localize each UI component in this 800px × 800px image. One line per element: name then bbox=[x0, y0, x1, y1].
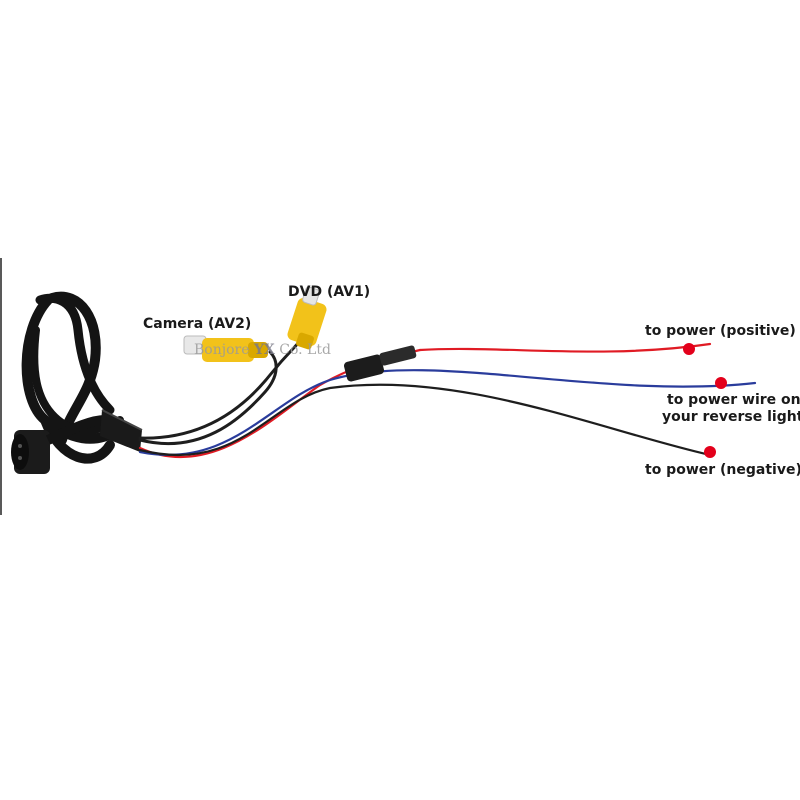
camera-rca-connector bbox=[183, 335, 268, 362]
camera-label: Camera (AV2) bbox=[143, 316, 251, 332]
reverse-marker bbox=[715, 377, 727, 389]
dvd-label: DVD (AV1) bbox=[288, 284, 370, 300]
watermark-part3: Co. Ltd bbox=[275, 342, 331, 358]
positive-label: to power (positive) bbox=[645, 323, 796, 339]
four-pin-connector bbox=[11, 415, 106, 474]
coiled-cable bbox=[21, 291, 124, 464]
negative-label: to power (negative) bbox=[645, 462, 800, 478]
fuse-holder bbox=[343, 345, 417, 382]
watermark: Bonjore YX Co. Ltd bbox=[194, 342, 331, 358]
negative-marker bbox=[704, 446, 716, 458]
reverse-label-line2: your reverse light bbox=[662, 409, 800, 425]
reverse-label-line1: to power wire on bbox=[667, 392, 800, 408]
watermark-part2: YX bbox=[253, 342, 275, 358]
dvd-rca-connector bbox=[287, 286, 327, 350]
positive-marker bbox=[683, 343, 695, 355]
splitter-junction bbox=[100, 409, 143, 452]
watermark-part1: Bonjore bbox=[194, 342, 254, 358]
